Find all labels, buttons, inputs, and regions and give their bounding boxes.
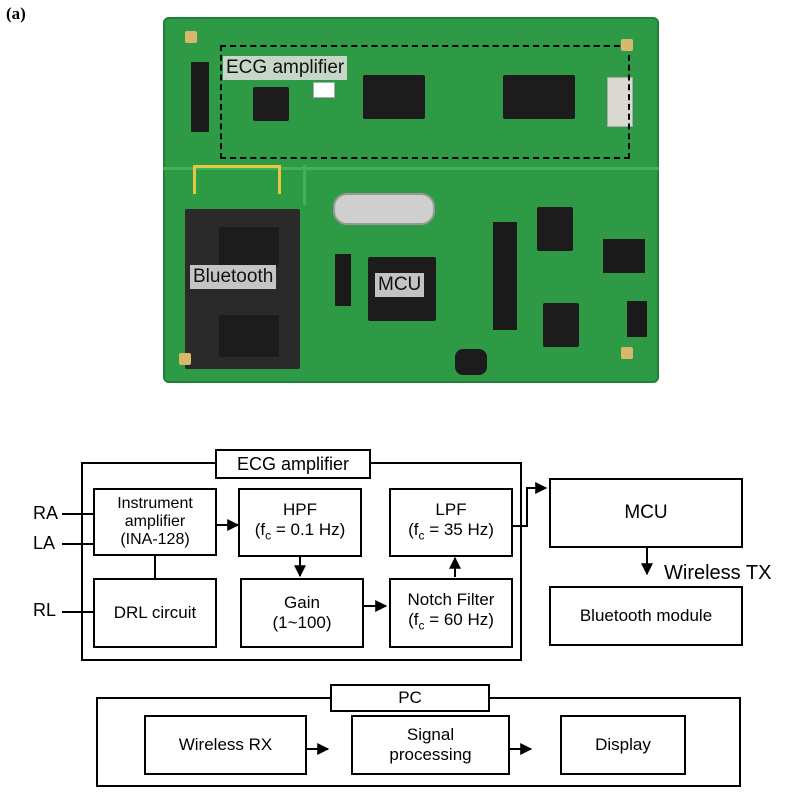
ecg-amplifier-tag: ECG amplifier xyxy=(223,56,348,80)
input-la: LA xyxy=(33,533,56,553)
hpf-title: HPF xyxy=(283,499,317,519)
notch-cutoff: (fc = 60 Hz) xyxy=(408,610,494,633)
inst-amp-line1: Instrument xyxy=(117,495,193,512)
input-ra: RA xyxy=(33,503,59,523)
antenna xyxy=(193,165,281,194)
lpf-block: LPF (fc = 35 Hz) xyxy=(389,488,513,557)
ic-chip xyxy=(363,75,425,119)
inst-amp-line3: (INA-128) xyxy=(120,531,190,548)
notch-title: Notch Filter xyxy=(407,590,495,610)
pin-header xyxy=(627,301,647,337)
instrument-amplifier-block: Instrument amplifier (INA-128) xyxy=(93,488,217,556)
bluetooth-tag: Bluetooth xyxy=(190,265,277,289)
ic-chip xyxy=(219,315,279,357)
ecg-amplifier-title: ECG amplifier xyxy=(215,449,371,479)
bluetooth-module-block: Bluetooth module xyxy=(549,586,743,646)
lpf-title: LPF xyxy=(435,499,467,519)
panel-label: (a) xyxy=(6,4,26,23)
gain-title: Gain xyxy=(284,593,320,612)
pin-header xyxy=(335,254,351,306)
pc-title: PC xyxy=(330,684,490,712)
mcu-block: MCU xyxy=(549,478,743,548)
ic-chip xyxy=(253,87,289,121)
pin-header xyxy=(603,239,645,273)
notch-filter-block: Notch Filter (fc = 60 Hz) xyxy=(389,578,513,648)
inst-amp-line2: amplifier xyxy=(124,513,186,530)
lpf-cutoff: (fc = 35 Hz) xyxy=(408,519,494,543)
ecg-amplifier-region xyxy=(220,45,630,159)
hpf-block: HPF (fc = 0.1 Hz) xyxy=(238,488,362,557)
input-rl: RL xyxy=(33,600,57,620)
regulator xyxy=(537,207,573,251)
gain-range: (1~100) xyxy=(272,613,332,632)
ic-chip xyxy=(503,75,575,119)
signal-processing-line2: processing xyxy=(389,745,472,764)
pcb-photo: ECG amplifier Bluetooth MCU xyxy=(163,17,659,383)
mcu-tag: MCU xyxy=(375,273,425,297)
display-block: Display xyxy=(560,715,686,775)
switch xyxy=(455,349,487,375)
wireless-rx-block: Wireless RX xyxy=(144,715,307,775)
hpf-cutoff: (fc = 0.1 Hz) xyxy=(254,519,346,543)
crystal xyxy=(333,193,435,225)
drl-circuit-block: DRL circuit xyxy=(93,578,217,648)
pin-header xyxy=(191,62,209,132)
wireless-tx-label: Wireless TX xyxy=(664,562,772,584)
pin-header xyxy=(493,222,517,330)
signal-processing-line1: Signal xyxy=(406,725,455,744)
regulator xyxy=(543,303,579,347)
ic-chip xyxy=(219,227,279,267)
gain-block: Gain (1~100) xyxy=(240,578,364,648)
signal-processing-block: Signal processing xyxy=(351,715,510,775)
